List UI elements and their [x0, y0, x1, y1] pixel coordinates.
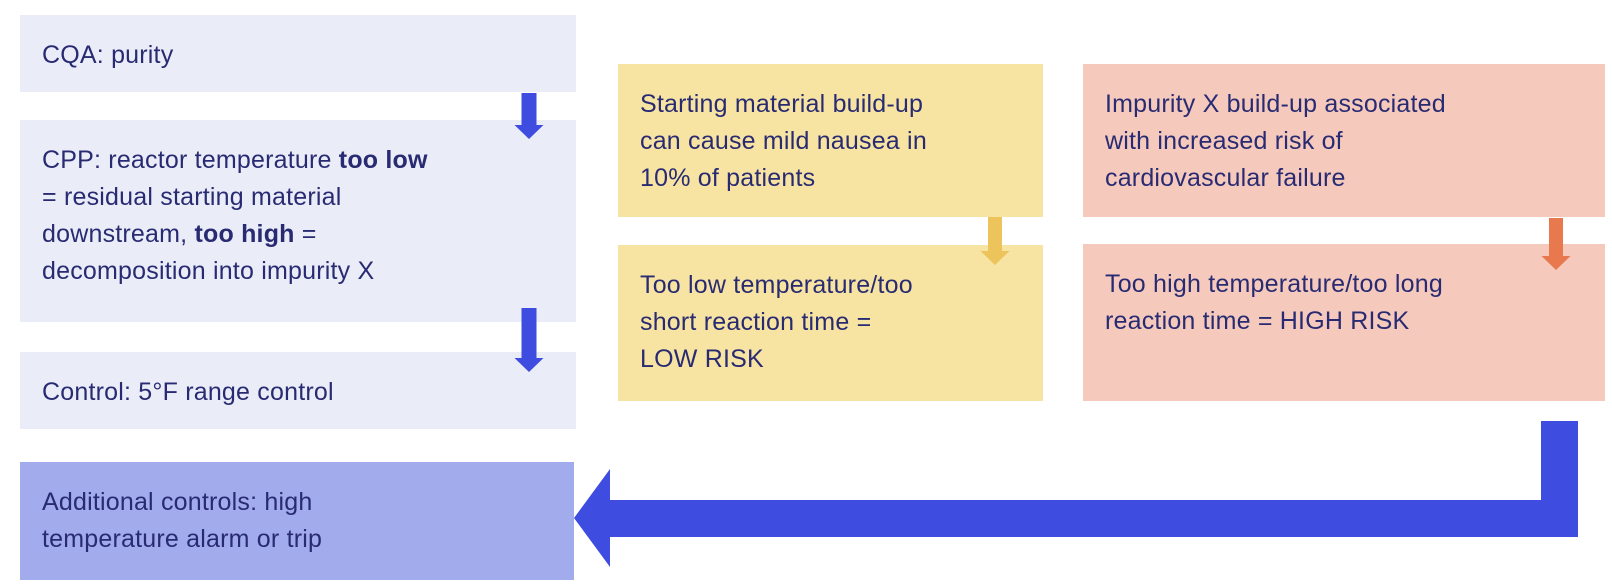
additional-controls-box: Additional controls: high temperature al… — [20, 462, 574, 580]
starting-material-hazard-box: Starting material build-up can cause mil… — [618, 64, 1043, 217]
high-risk-line-2: reaction time = HIGH RISK — [1105, 307, 1410, 335]
right-hazard-line-1: Impurity X build-up associated — [1105, 90, 1446, 118]
low-risk-line-2: short reaction time = — [640, 308, 872, 336]
mid-hazard-line-3: 10% of patients — [640, 164, 816, 192]
low-risk-box: Too low temperature/too short reaction t… — [618, 245, 1043, 401]
low-risk-line-3: LOW RISK — [640, 345, 764, 373]
control-text: Control: 5°F range control — [42, 378, 334, 406]
control-box: Control: 5°F range control — [20, 352, 576, 429]
feedback-arrow-icon — [574, 421, 1578, 567]
cpp-line-2: = residual starting material — [42, 183, 342, 211]
cpp-box: CPP: reactor temperature too low = resid… — [20, 120, 576, 322]
high-risk-box: Too high temperature/too long reaction t… — [1083, 244, 1605, 401]
right-hazard-line-2: with increased risk of — [1105, 127, 1343, 155]
cpp-line-1: CPP: reactor temperature too low — [42, 146, 428, 174]
high-risk-line-1: Too high temperature/too long — [1105, 270, 1443, 298]
cqa-text: CQA: purity — [42, 41, 174, 69]
cqa-box: CQA: purity — [20, 15, 576, 92]
mid-hazard-line-1: Starting material build-up — [640, 90, 924, 118]
additional-controls-line-1: Additional controls: high — [42, 488, 313, 516]
impurity-hazard-box: Impurity X build-up associated with incr… — [1083, 64, 1605, 217]
cpp-line-4: decomposition into impurity X — [42, 257, 375, 285]
cpp-line-3: downstream, too high = — [42, 220, 317, 248]
low-risk-line-1: Too low temperature/too — [640, 271, 913, 299]
mid-hazard-line-2: can cause mild nausea in — [640, 127, 927, 155]
additional-controls-line-2: temperature alarm or trip — [42, 525, 323, 553]
right-hazard-line-3: cardiovascular failure — [1105, 164, 1346, 192]
